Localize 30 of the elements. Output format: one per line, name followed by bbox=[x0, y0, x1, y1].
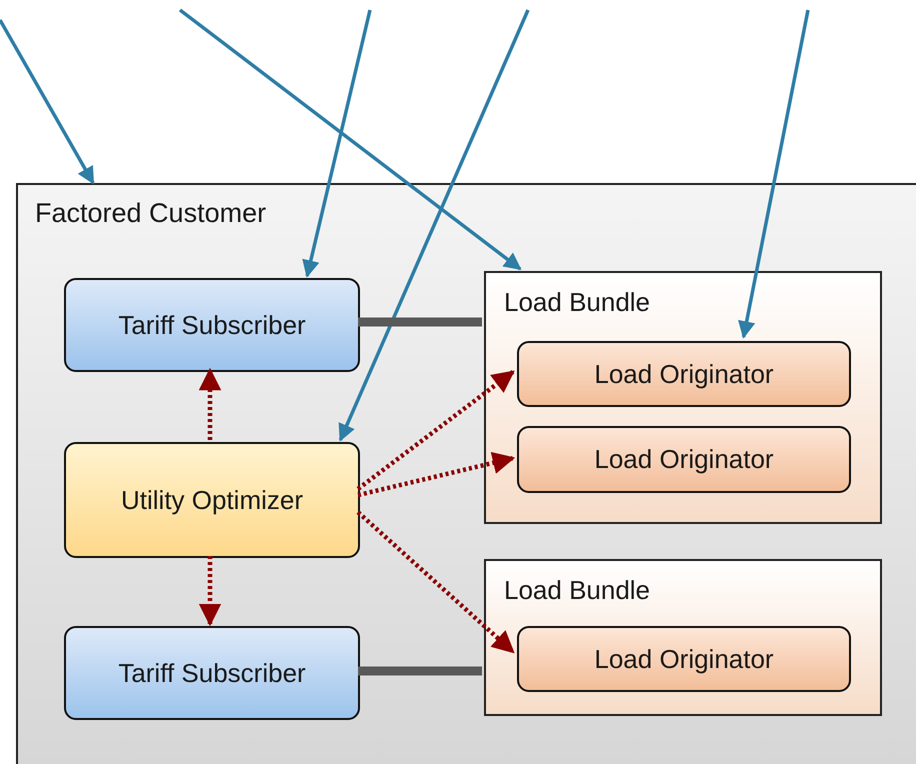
connector-line bbox=[358, 318, 482, 326]
node-label: Load Originator bbox=[594, 358, 774, 390]
container-box bbox=[484, 559, 882, 716]
arrow bbox=[302, 10, 372, 278]
node-label: Load Bundle bbox=[504, 575, 650, 606]
process-box bbox=[64, 442, 360, 558]
connector-line bbox=[358, 666, 482, 676]
node-label: Load Originator bbox=[594, 644, 774, 674]
process-box bbox=[64, 278, 360, 372]
node-label: Utility Optimizer bbox=[120, 484, 303, 516]
node-label: Factored Customer bbox=[35, 198, 266, 229]
process-box bbox=[517, 626, 851, 692]
arrow bbox=[198, 556, 222, 626]
process-box bbox=[517, 341, 851, 407]
container-box bbox=[16, 183, 916, 764]
arrow bbox=[0, 19, 95, 185]
node-label: Load Originator bbox=[594, 444, 774, 475]
arrow bbox=[338, 9, 530, 442]
process-box bbox=[64, 626, 360, 720]
arrow bbox=[357, 452, 516, 498]
arrow bbox=[356, 370, 515, 491]
process-box bbox=[517, 426, 851, 493]
arrow bbox=[738, 10, 810, 339]
arrow bbox=[198, 368, 222, 440]
arrow bbox=[178, 8, 522, 270]
node-label: Tariff Subscriber bbox=[118, 658, 306, 688]
node-label: Tariff Subscriber bbox=[118, 310, 306, 340]
arrow bbox=[356, 510, 515, 654]
container-box bbox=[484, 271, 882, 524]
node-label: Load Bundle bbox=[504, 287, 650, 318]
